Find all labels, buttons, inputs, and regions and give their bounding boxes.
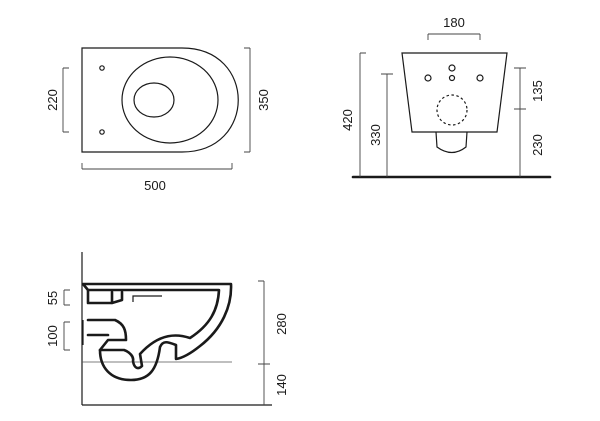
- front-view-bowl-body: [401, 52, 508, 133]
- side-view-top-dimension: [63, 289, 70, 306]
- side-view-top-label: 55: [45, 291, 60, 305]
- front-view-total-height-dimension: [359, 52, 366, 177]
- front-view-hole-top-right: [476, 74, 484, 82]
- top-view-depth-label: 350: [256, 89, 271, 111]
- side-view-flush-channel: [86, 288, 124, 305]
- side-view-height-label: 280: [274, 313, 289, 335]
- top-view-hole-dimension: [62, 67, 69, 133]
- side-view-floor-label: 140: [274, 374, 289, 396]
- front-view: 180 420 330 135 230: [340, 15, 552, 179]
- top-view: 220 350 500: [45, 47, 271, 193]
- top-view-bowl-rim: [121, 56, 219, 144]
- front-view-total-height-label: 420: [340, 109, 355, 131]
- front-view-outlet-circle: [436, 94, 468, 126]
- front-view-hole-height-label: 330: [368, 124, 383, 146]
- front-view-hole-height-dimension: [381, 73, 393, 177]
- front-view-upper-label: 135: [530, 80, 545, 102]
- front-view-lower-label: 230: [530, 134, 545, 156]
- side-view-mid-dimension: [63, 321, 70, 351]
- top-view-outline: [81, 47, 239, 153]
- side-view: 55 100 280 140: [45, 252, 289, 406]
- top-view-bowl-opening: [133, 82, 175, 118]
- top-view-fixing-hole-upper: [99, 65, 105, 71]
- front-view-hole-upper: [448, 64, 456, 72]
- side-view-mid-label: 100: [45, 325, 60, 347]
- top-view-width-label: 500: [144, 178, 166, 193]
- side-view-bowl-section: [81, 282, 233, 382]
- side-view-rim-detail: [132, 295, 162, 302]
- front-view-hole-spacing-dimension: [427, 33, 481, 40]
- side-view-outlet-channel: [86, 318, 128, 352]
- front-view-hole-top-left: [424, 74, 432, 82]
- front-view-bowl-foot: [435, 131, 468, 154]
- top-view-fixing-hole-lower: [99, 129, 105, 135]
- top-view-width-dimension: [81, 163, 233, 170]
- front-view-right-dimension: [514, 67, 526, 177]
- front-view-hole-mid: [448, 74, 456, 82]
- top-view-hole-label: 220: [45, 89, 60, 111]
- front-view-hole-spacing-label: 180: [443, 15, 465, 30]
- side-view-right-dimension: [258, 280, 270, 405]
- top-view-depth-dimension: [244, 47, 251, 153]
